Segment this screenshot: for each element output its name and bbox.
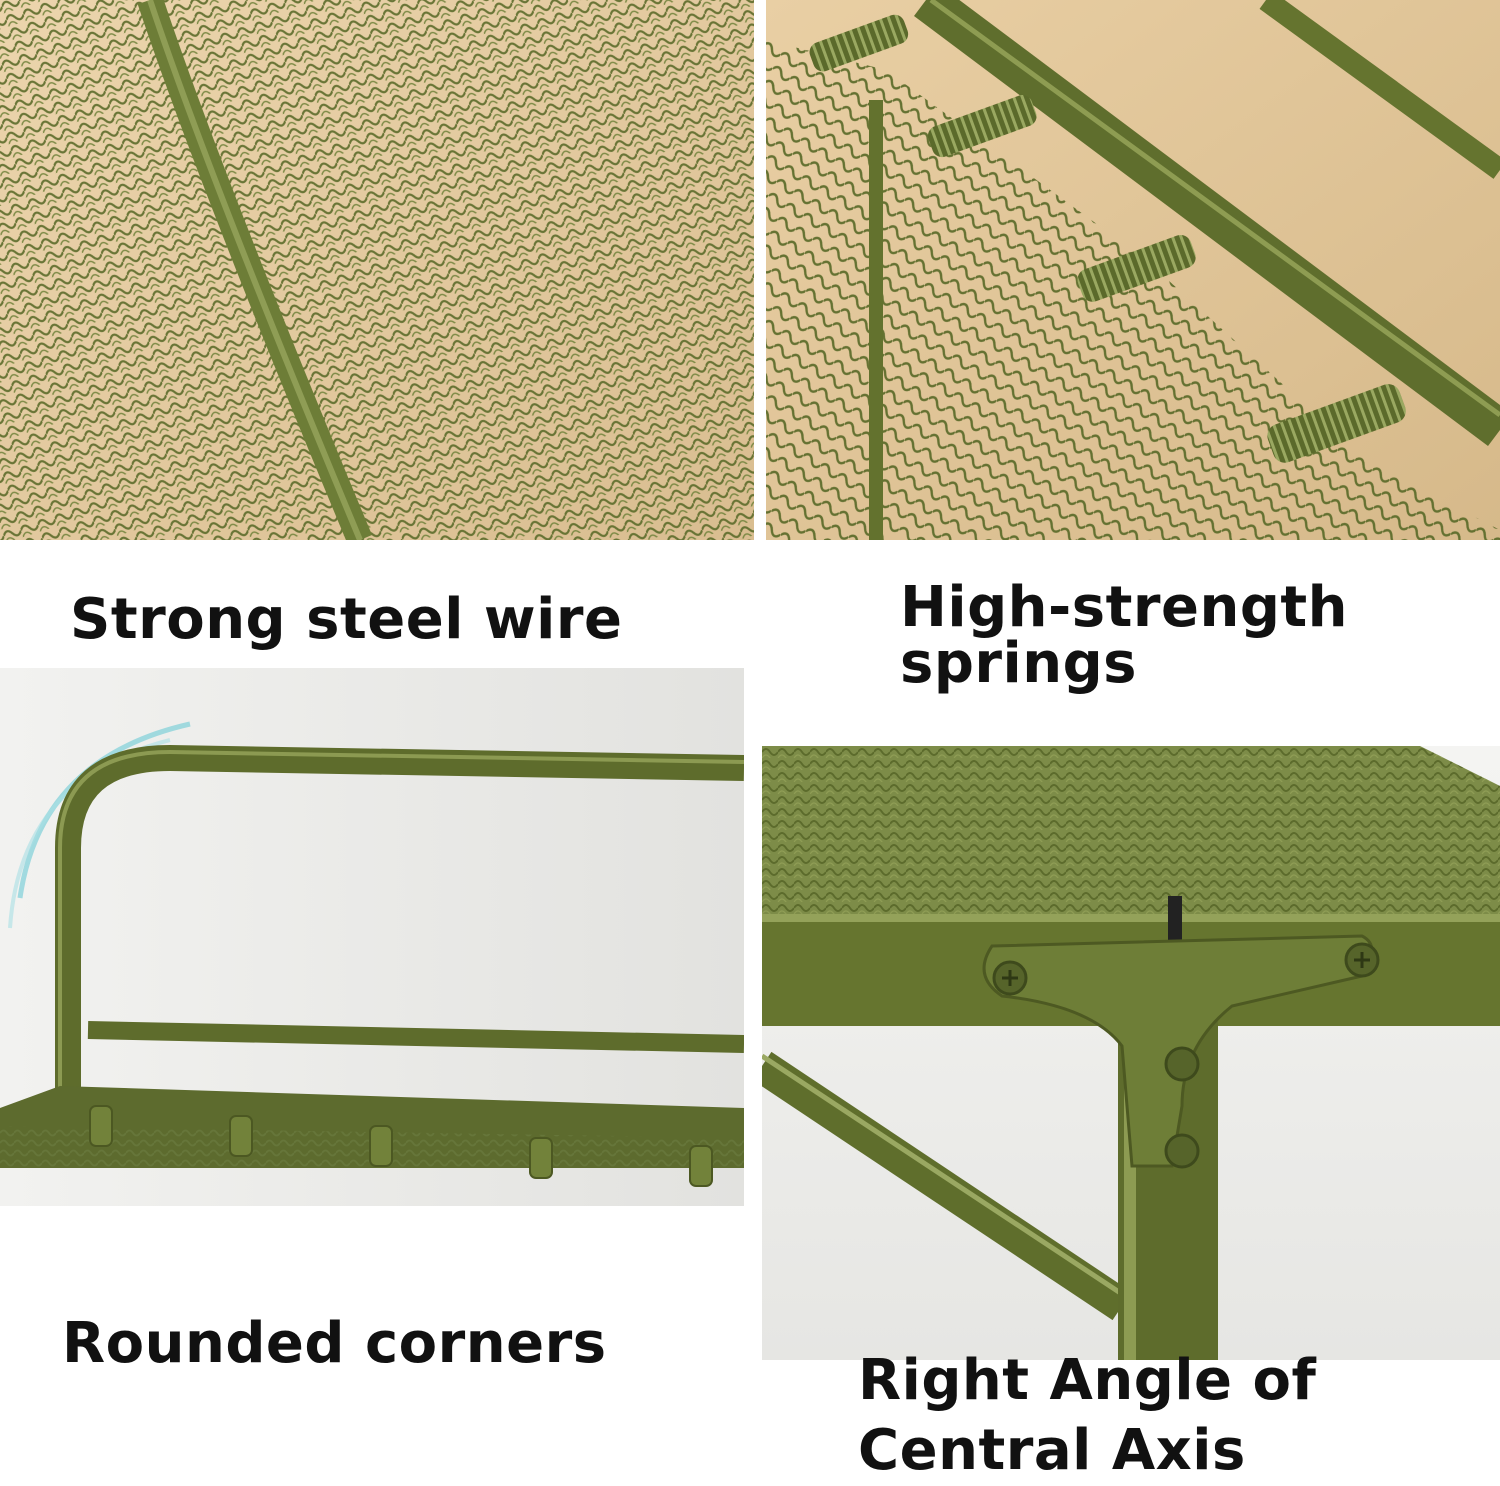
caption-line: springs — [900, 631, 1138, 696]
caption-high-strength-springs: High-strength springs — [900, 580, 1348, 692]
caption-line: High-strength — [900, 575, 1349, 640]
caption-rounded-corners: Rounded corners — [62, 1311, 607, 1376]
caption-line: Right Angle of — [858, 1348, 1317, 1413]
photo-rounded-corners — [0, 668, 744, 1206]
photo-right-angle-central-axis — [762, 746, 1500, 1360]
caption-line: Central Axis — [858, 1418, 1246, 1483]
caption-right-angle-central-axis: Right Angle of Central Axis — [858, 1346, 1316, 1486]
caption-strong-steel-wire: Strong steel wire — [70, 587, 623, 652]
photo-high-strength-springs — [766, 0, 1500, 540]
photo-steel-wire-mesh — [0, 0, 754, 540]
